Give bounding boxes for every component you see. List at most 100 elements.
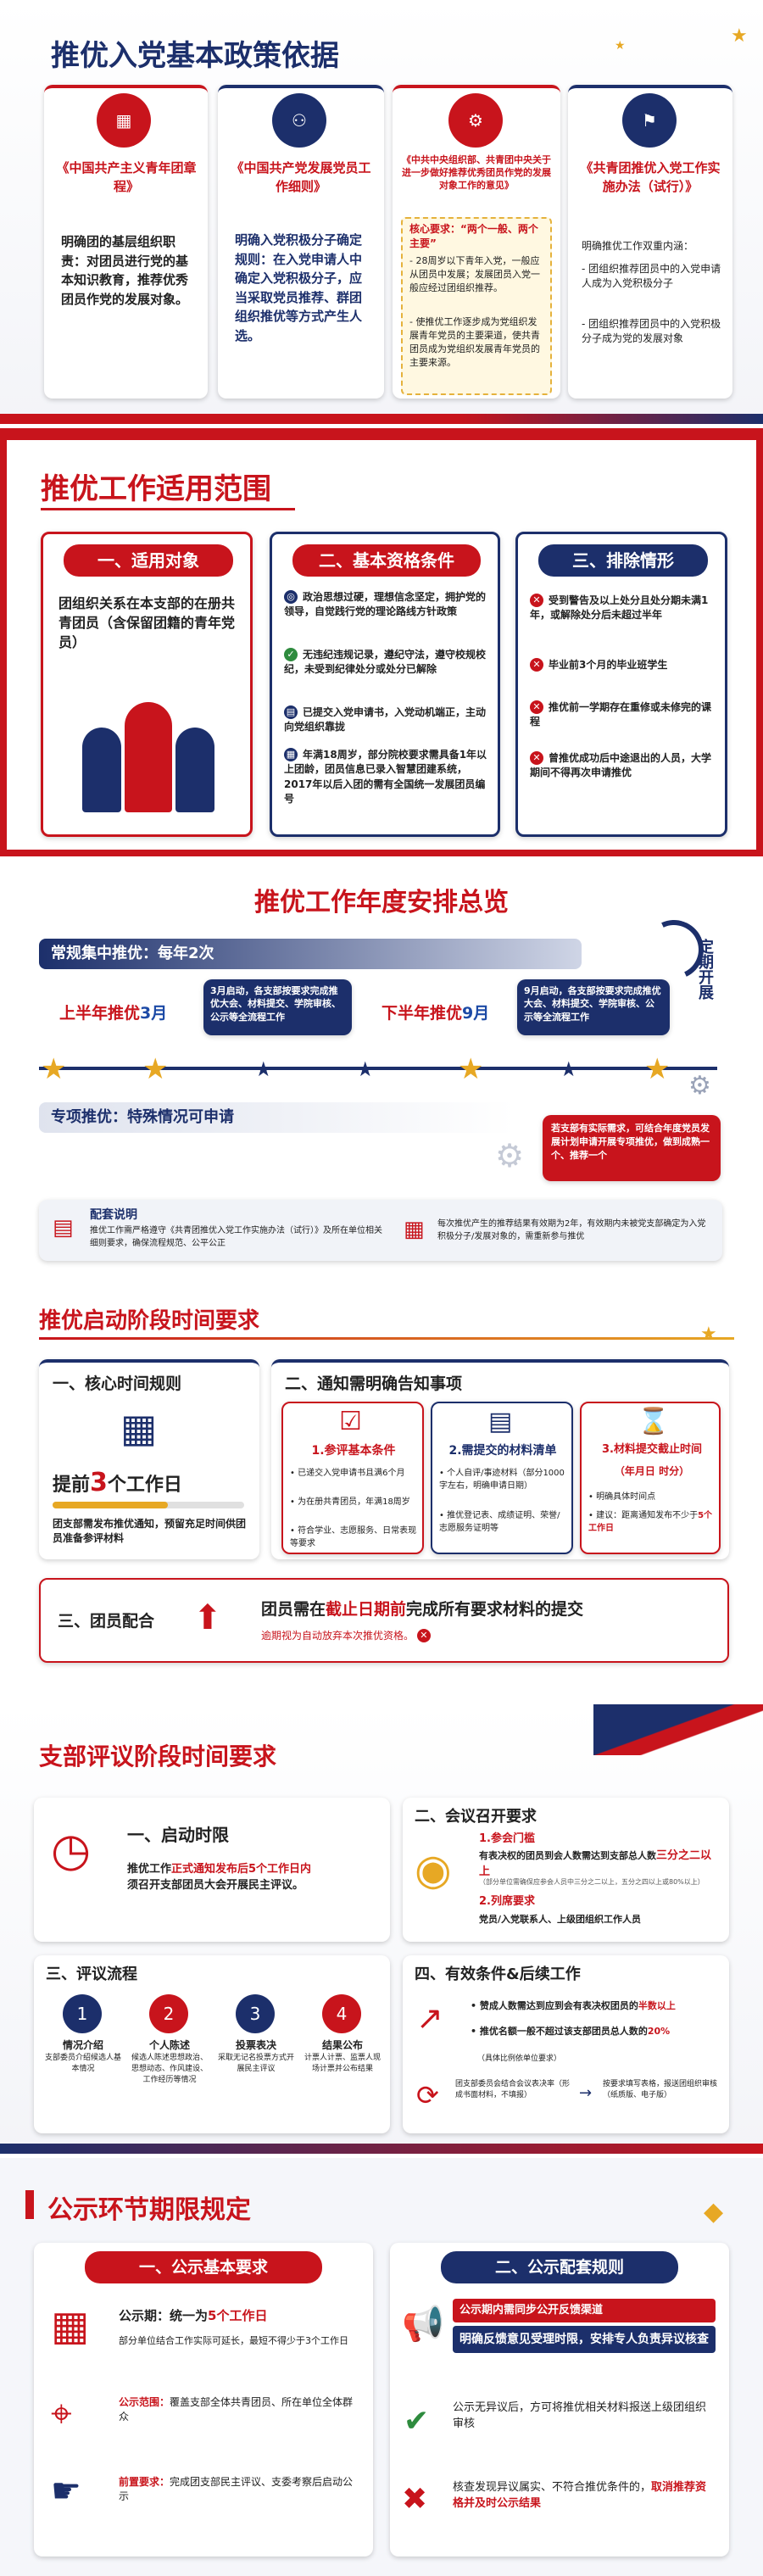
basic-line: 前置要求：完成团支部民主评议、支委考察后启动公示 — [119, 2476, 354, 2503]
people-circle-icon: ◉ — [415, 1845, 452, 1894]
x-icon: ✕ — [530, 751, 543, 765]
core-time-rule-card: 一、核心时间规则 ▦ 提前3个工作日 团支部需发布推优通知，预留充足时间供团员准… — [39, 1359, 259, 1559]
special-note: 若支部有实际需求，可结合年度党员发展计划申请开展专项推优，做到成熟一个、推荐一个 — [543, 1115, 721, 1181]
star-icon: ★ — [731, 25, 748, 47]
card-header: 三、评议流程 — [46, 1965, 137, 1983]
rule-text: 公示无异议后，方可将推优相关材料报送上级团组织审核 — [453, 2401, 707, 2430]
calendar-icon: ▦ — [51, 2302, 90, 2350]
stairs-flag-icon: ⚑ — [622, 93, 677, 148]
ballot-box-icon: 3 — [236, 1994, 275, 2033]
card-header: 二、通知需明确告知事项 — [285, 1374, 463, 1393]
gears-icon: ⚙ — [448, 93, 503, 148]
section-scope: 推优工作适用范围 一、适用对象 团组织关系在本支部的在册共青团员（含保留团籍的青… — [0, 428, 763, 856]
pointing-hand-icon: ☛ — [51, 2472, 81, 2511]
star-icon: ★ — [254, 1057, 273, 1081]
star-icon: ★ — [41, 1052, 67, 1086]
valid-conditions-card: 四、有效条件&后续工作 ↗ • 赞成人数需达到应到会有表决权团员的半数以上 • … — [403, 1955, 729, 2133]
exclusion-item: ✕毕业前3个月的毕业班学生 — [530, 658, 720, 672]
rule-desc: 团支部需发布推优通知，预留充足时间供团员准备参评材料 — [53, 1518, 247, 1545]
config-text: 推优工作需严格遵守《共青团推优入党工作实施办法（试行）》及所在单位相关细则要求，… — [90, 1226, 382, 1248]
exclusion-item: ✕推优前一学期存在重修或未修完的课程 — [530, 700, 712, 728]
card-body: 明确入党积极分子确定规则：在入党申请人中确定入党积极分子，应当采取党员推荐、群团… — [235, 232, 363, 343]
notice-items-card: 二、通知需明确告知事项 ☑ 1.参评基本条件 • 已递交入党申请书且满6个月 •… — [271, 1359, 729, 1559]
start-limit-card: ◷ 一、启动时限 推优工作正式通知发布后5个工作日内须召开支部团员大会开展民主评… — [34, 1798, 390, 1942]
second-half-label: 下半年推优9月 — [382, 1004, 490, 1023]
card-title: 《共青团推优入党工作实施办法（试行）》 — [580, 160, 721, 194]
hourglass-icon: ⌛ — [638, 1407, 670, 1436]
card-header: 二、会议召开要求 — [415, 1808, 537, 1826]
advance-rule: 提前3个工作日 — [53, 1468, 182, 1497]
step-title: 结果公布 — [321, 2039, 363, 2051]
periodic-label: 定期开展 — [696, 939, 714, 1000]
scope-object-card: 一、适用对象 团组织关系在本支部的在册共青团员（含保留团籍的青年党员） — [41, 532, 253, 837]
star-icon: ◆ — [704, 2197, 724, 2227]
notice-item-2: ▤ 2.需提交的材料清单 • 个人自评/事迹材料（部分1000字左右，明确申请日… — [431, 1402, 573, 1554]
classroom-icon: ▦ — [97, 93, 151, 148]
clock-icon: ◷ — [51, 1823, 92, 1876]
star-icon: ★ — [458, 1052, 484, 1086]
card-lead: 明确推优工作双重内涵： — [582, 240, 694, 252]
document-icon: ▤ — [284, 705, 298, 719]
followup-text: 按要求填写表格，报送团组织审核（纸质版、电子版） — [603, 2080, 718, 2100]
document-icon: ▤ — [53, 1215, 74, 1241]
handshake-icon: ⚇ — [272, 93, 326, 148]
req-title: 1.参会门槛 — [479, 1832, 535, 1845]
exclusion-item: ✕受到警告及以上处分且处分期未满1年，或解除处分后未超过半年 — [530, 594, 709, 622]
progress-bar-fill — [53, 1502, 168, 1508]
star-icon: ★ — [560, 1057, 578, 1081]
gear-icon: ⚙ — [688, 1071, 711, 1101]
step-title: 投票表决 — [235, 2039, 276, 2051]
req-title: 2.列席要求 — [479, 1895, 535, 1908]
check-circle-icon: ✔ — [404, 2404, 430, 2439]
step-desc: 采取无记名投票方式开展民主评议 — [217, 2054, 294, 2074]
step-title: 个人陈述 — [148, 2039, 190, 2051]
notice-item-1: ☑ 1.参评基本条件 • 已递交入党申请书且满6个月 • 为在册共青团员，年满1… — [281, 1402, 424, 1554]
core-box — [401, 217, 552, 395]
start-limit-text: 推优工作正式通知发布后5个工作日内须召开支部团员大会开展民主评议。 — [127, 1863, 312, 1892]
document-list-icon: ▤ — [488, 1407, 513, 1436]
card-header: 二、基本资格条件 — [292, 544, 481, 577]
rule-box: 明确反馈意见受理时限，安排专人负责异议核查 — [453, 2326, 716, 2354]
card-header: 一、适用对象 — [64, 544, 233, 577]
req-text: 党员/入党联系人、上级团组织工作人员 — [479, 1914, 642, 1925]
card-header: 一、核心时间规则 — [53, 1374, 182, 1393]
megaphone-icon: 📢 — [402, 2305, 444, 2344]
notice-title: 2.需提交的材料清单 — [448, 1444, 557, 1458]
second-half-note: 9月启动，各支部按要求完成推优大会、材料提交、学院审核、公示等全流程工作 — [517, 979, 670, 1035]
section-policy-basis: 推优入党基本政策依据 ★ ★ ▦ 《中国共产主义青年团章程》 明确团的基层组织职… — [0, 0, 763, 424]
notice-line: • 明确具体时间点 — [588, 1492, 656, 1502]
policy-card-4: ⚑ 《共青团推优入党工作实施办法（试行）》 明确推优工作双重内涵： - 团组织推… — [568, 85, 732, 399]
meeting-req-card: 二、会议召开要求 ◉ 1.参会门槛 有表决权的团员到会人数需达到支部总人数三分之… — [403, 1798, 729, 1942]
x-icon: ✕ — [416, 1629, 431, 1642]
section-review-stage: 支部评议阶段时间要求 ◷ 一、启动时限 推优工作正式通知发布后5个工作日内须召开… — [0, 1704, 763, 2154]
flow-step-1: 1 情况介绍 支部委员介绍候选人基本情况 — [42, 1994, 124, 2075]
rule-banner: 公示期内需同步公开反馈渠道 — [453, 2299, 716, 2322]
config-box: ▤ 配套说明 推优工作需严格遵守《共青团推优入党工作实施办法（试行）》及所在单位… — [39, 1200, 722, 1261]
announce-icon: 4 — [322, 1994, 361, 2033]
cooperation-text: 团员需在截止日期前完成所有要求材料的提交 — [261, 1600, 584, 1619]
step-desc: 支部委员介绍候选人基本情况 — [44, 2054, 121, 2074]
card-title: 《中共中央组织部、共青团中央关于进一步做好推荐优秀团员作党的发展对象工作的意见》 — [402, 154, 551, 191]
section-annual-schedule: 推优工作年度安排总览 常规集中推优：每年2次 定期开展 上半年推优3月 3月启动… — [0, 861, 763, 1272]
qual-item: ✓无违纪违规记录，遵纪守法，遵守校规校纪，未受到纪律处分或处分已解除 — [284, 648, 487, 676]
section-publicity: 公示环节期限规定 ◆ 一、公示基本要求 ▦ 公示期：统一为5个工作日 部分单位结… — [0, 2158, 763, 2576]
arrow-icon: → — [579, 2084, 593, 2102]
policy-card-1: ▦ 《中国共产主义青年团章程》 明确团的基层组织职责：对团员进行党的基本知识教育… — [44, 85, 208, 399]
notice-line: • 为在册共青团员，年满18周岁 — [290, 1497, 410, 1507]
progress-bar — [53, 1502, 244, 1508]
cooperation-note: 逾期视为自动放弃本次推优资格。 ✕ — [261, 1629, 436, 1643]
special-banner: 专项推优：特殊情况可申请 — [39, 1102, 514, 1133]
card-header: 三、团员配合 — [58, 1612, 155, 1631]
title-underline — [39, 1337, 734, 1340]
warning-icon: ✖ — [402, 2482, 428, 2517]
title-underline — [41, 508, 295, 510]
speaker-icon: 2 — [149, 1994, 188, 2033]
map-pin-icon: ⌖ — [51, 2392, 72, 2435]
notice-line: • 已递交入党申请书且满6个月 — [290, 1469, 405, 1478]
step-desc: 候选人陈述思想政治、思想动态、作风建设、工作经历等情况 — [131, 2054, 208, 2085]
valid-note: （具体比例依单位要求） — [477, 2055, 562, 2063]
calendar-icon: ▦ — [284, 748, 298, 761]
card-header: 三、排除情形 — [538, 544, 708, 577]
req-note: （部分单位需确保应参会人员中三分之二以上，五分之四以上或80%以上） — [479, 1878, 705, 1886]
review-flow-card: 三、评议流程 1 情况介绍 支部委员介绍候选人基本情况 2 个人陈述 候选人陈述… — [34, 1955, 390, 2133]
